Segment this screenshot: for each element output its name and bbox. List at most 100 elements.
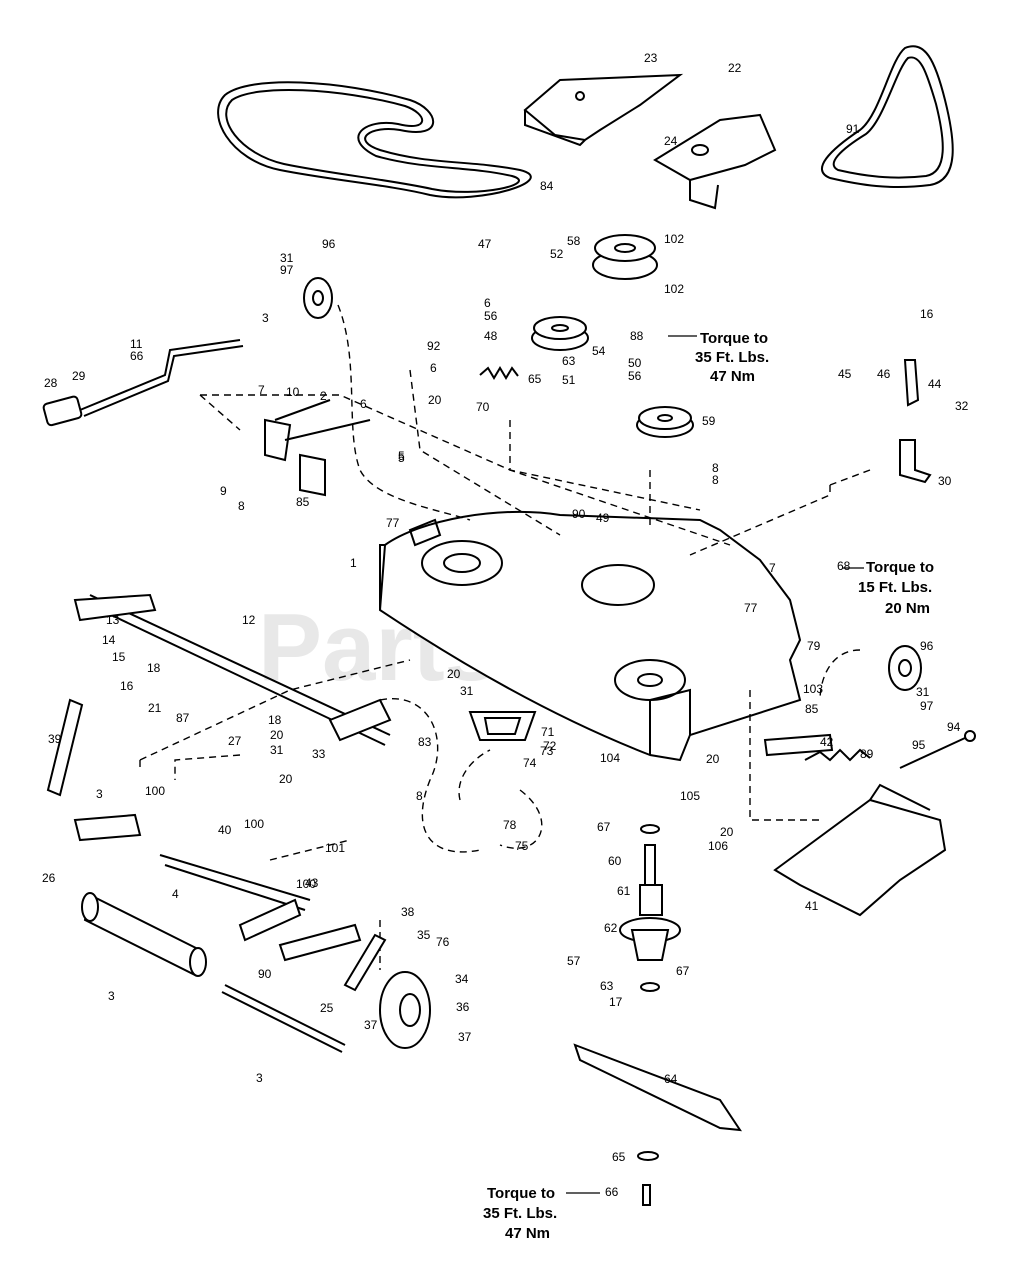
part-callout-5: 5 (398, 451, 405, 465)
part-callout-97: 97 (920, 699, 934, 713)
part-callout-39: 39 (48, 732, 62, 746)
part-callout-37: 37 (458, 1030, 472, 1044)
part-callout-31: 31 (916, 685, 930, 699)
part-callout-102: 102 (664, 282, 684, 296)
part-callout-84: 84 (540, 179, 554, 193)
part-callout-23: 23 (644, 51, 658, 65)
part-callout-33: 33 (312, 747, 326, 761)
lift-link-39 (46, 698, 84, 797)
part-callout-71: 71 (541, 725, 555, 739)
part-callout-49: 49 (596, 511, 610, 525)
part-callout-77: 77 (386, 516, 400, 530)
wheel-bracket-38 (343, 933, 387, 992)
gauge-wheel-36 (379, 971, 431, 1049)
part-callout-18: 18 (268, 713, 282, 727)
part-callout-46: 46 (877, 367, 891, 381)
part-callout-78: 78 (503, 818, 517, 832)
part-callout-67: 67 (597, 820, 611, 834)
part-callout-11: 11 (130, 337, 143, 351)
part-callout-75: 75 (515, 839, 529, 853)
part-callout-7: 7 (258, 383, 265, 397)
part-callout-70: 70 (476, 400, 490, 414)
part-callout-3: 3 (256, 1071, 263, 1085)
part-callout-8: 8 (238, 499, 245, 513)
part-callout-35: 35 (417, 928, 431, 942)
part-callout-100: 100 (244, 817, 264, 831)
blade-hub-washers (637, 824, 660, 1206)
torque-note-bottom-line3: 47 Nm (505, 1225, 550, 1242)
part-callout-76: 76 (436, 935, 450, 949)
part-callout-50: 50 (628, 356, 642, 370)
part-callout-72: 72 (543, 739, 557, 753)
part-callout-85: 85 (296, 495, 310, 509)
part-callout-1: 1 (350, 556, 357, 570)
belt-91 (821, 45, 954, 189)
part-callout-32: 32 (955, 399, 969, 413)
part-callout-57: 57 (567, 954, 581, 968)
part-callout-17: 17 (609, 995, 623, 1009)
part-callout-65: 65 (528, 372, 542, 386)
part-callout-60: 60 (608, 854, 622, 868)
roller-shaft-25 (221, 984, 346, 1053)
part-callout-89: 89 (860, 747, 874, 761)
part-callout-66: 66 (605, 1185, 619, 1199)
rod-end-28 (42, 395, 83, 427)
part-callout-104: 104 (600, 751, 620, 765)
part-callout-27: 27 (228, 734, 242, 748)
part-callout-30: 30 (938, 474, 952, 488)
part-callout-87: 87 (176, 711, 190, 725)
part-callout-100: 100 (145, 784, 165, 798)
part-callout-52: 52 (550, 247, 564, 261)
part-callout-7: 7 (769, 561, 776, 575)
part-callout-31: 31 (460, 684, 474, 698)
part-callout-14: 14 (102, 633, 116, 647)
part-callout-6: 6 (484, 296, 491, 310)
part-callout-20: 20 (720, 825, 734, 839)
part-callout-5: 5 (398, 449, 405, 463)
part-callout-15: 15 (112, 650, 126, 664)
part-callout-100: 100 (296, 877, 316, 891)
torque-note-bottom: Torque to 35 Ft. Lbs. 47 Nm (483, 1185, 557, 1242)
part-callout-13: 13 (106, 613, 120, 627)
lever-42 (763, 733, 834, 757)
torque-note-right-line2: 15 Ft. Lbs. (858, 579, 932, 596)
part-callout-20: 20 (706, 752, 720, 766)
spindle-shaft-60 (644, 844, 656, 886)
pulley-54 (531, 316, 589, 351)
bracket-23 (523, 73, 684, 147)
part-callout-24: 24 (664, 134, 678, 148)
discharge-chute-41 (773, 783, 947, 917)
part-callout-63: 63 (600, 979, 614, 993)
idler-pulley-96-top (303, 277, 333, 319)
part-callout-88: 88 (630, 329, 644, 343)
part-callout-31: 31 (280, 251, 294, 265)
lift-rod-11 (79, 339, 244, 417)
part-callout-73: 73 (540, 744, 554, 758)
part-callout-101: 101 (325, 841, 345, 855)
axle-40 (73, 813, 362, 962)
part-callout-31: 31 (270, 743, 284, 757)
part-callout-16: 16 (120, 679, 134, 693)
part-callout-79: 79 (807, 639, 821, 653)
part-callout-18: 18 (147, 661, 161, 675)
part-callout-96: 96 (322, 237, 336, 251)
part-callout-6: 6 (360, 397, 367, 411)
part-callout-91: 91 (846, 122, 860, 136)
part-callout-8: 8 (712, 473, 719, 487)
part-callout-106: 106 (708, 839, 728, 853)
part-callout-103: 103 (803, 682, 823, 696)
part-callout-20: 20 (270, 728, 284, 742)
torque-note-right-line1: Torque to (866, 559, 934, 576)
torque-note-right: Torque to 15 Ft. Lbs. 20 Nm (858, 559, 934, 617)
part-callout-20: 20 (428, 393, 442, 407)
part-callout-16: 16 (920, 307, 934, 321)
part-callout-44: 44 (928, 377, 942, 391)
blade-64 (573, 1043, 743, 1132)
part-callout-90: 90 (572, 507, 586, 521)
part-callout-95: 95 (912, 738, 926, 752)
idler-pulley-96-right (888, 645, 922, 691)
part-callout-3: 3 (262, 311, 269, 325)
torque-note-upper-line1: Torque to (700, 330, 768, 347)
part-callout-47: 47 (478, 237, 492, 251)
bolt-95 (899, 730, 976, 769)
